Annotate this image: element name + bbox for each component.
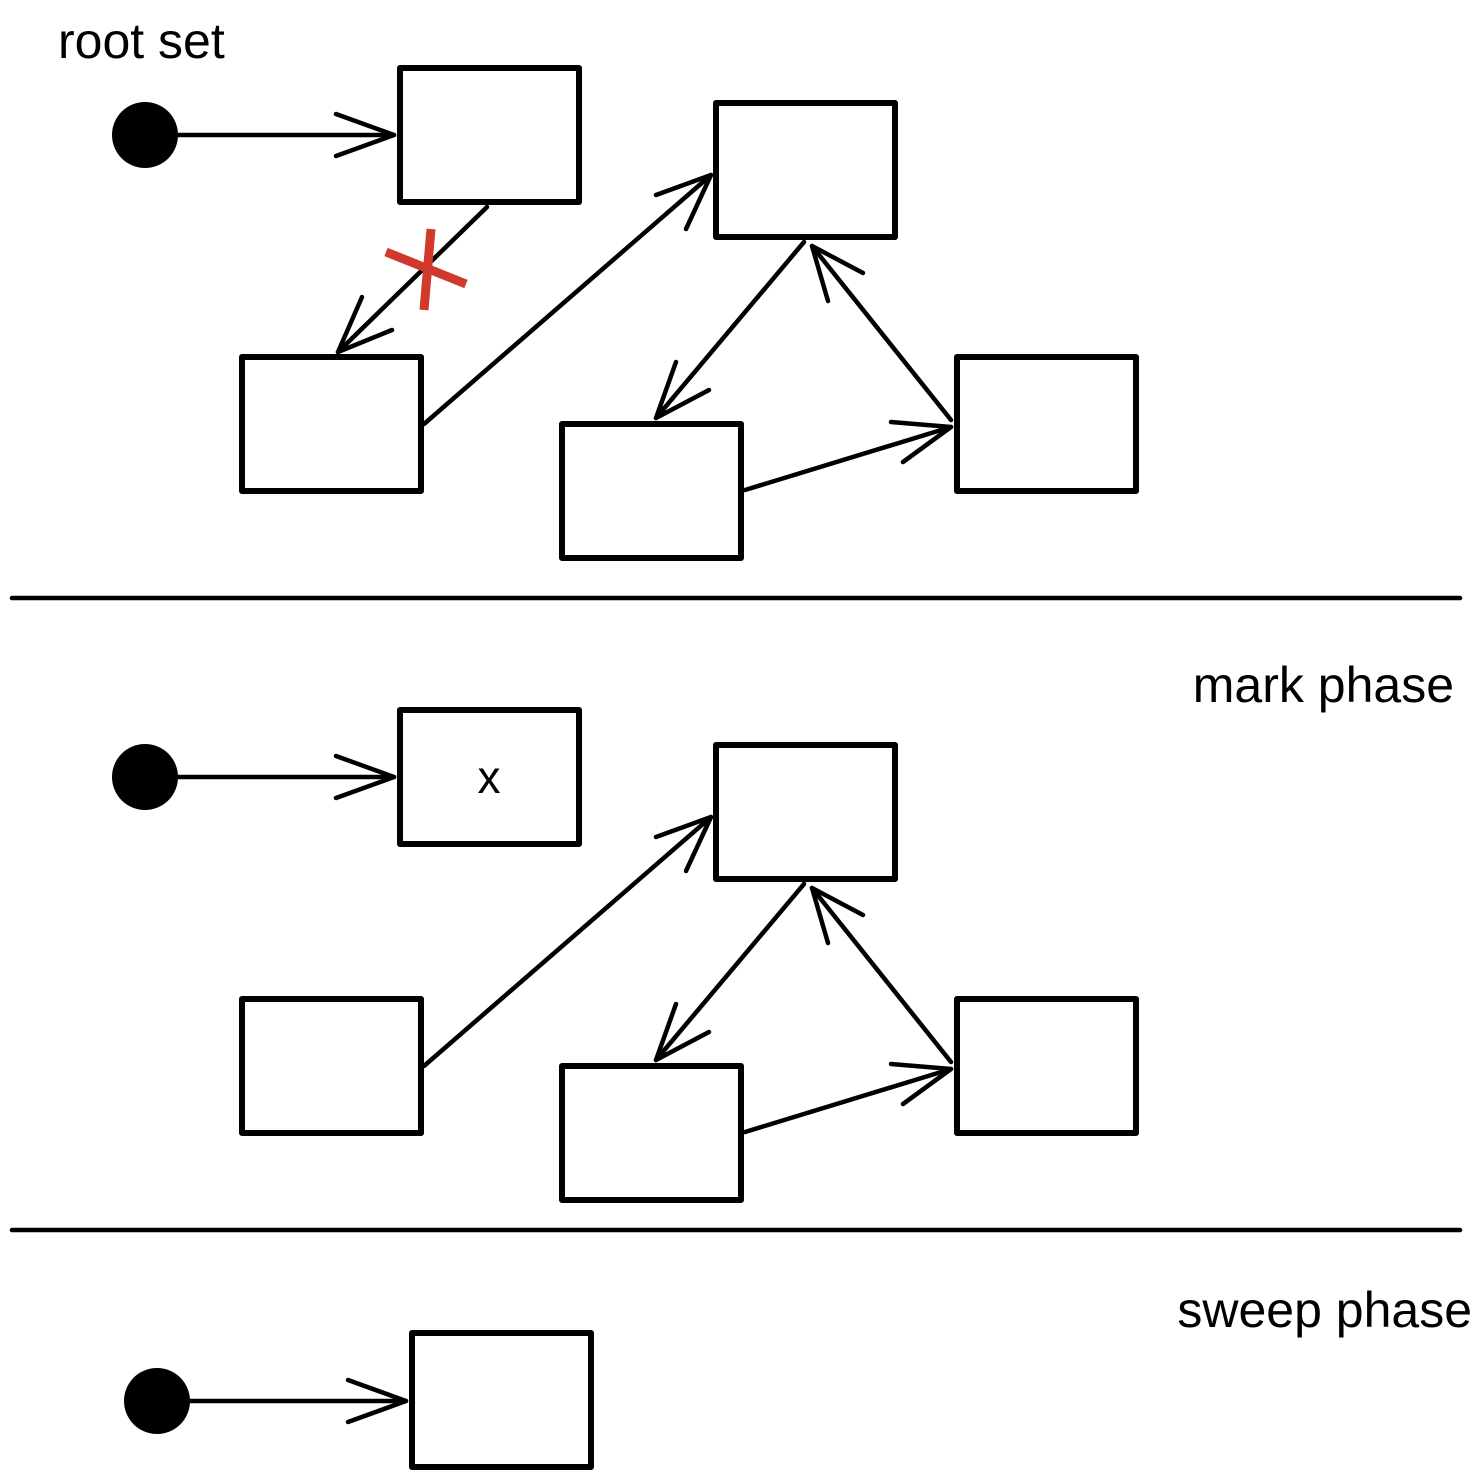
arrowhead xyxy=(333,111,397,159)
panel-sweep xyxy=(124,1330,594,1470)
object-box xyxy=(713,100,898,240)
object-box xyxy=(397,707,582,847)
reference-arrow xyxy=(653,239,807,421)
object-box xyxy=(239,996,424,1136)
reference-arrow xyxy=(742,1066,954,1135)
object-box xyxy=(954,354,1139,494)
reference-arrow xyxy=(421,172,714,427)
reference-arrow xyxy=(809,885,954,1065)
mark-phase-label: mark phase xyxy=(1193,657,1454,713)
arrowhead xyxy=(888,419,954,465)
arrowhead xyxy=(809,885,866,946)
reference-arrow xyxy=(742,424,954,493)
object-box xyxy=(713,742,898,882)
arrowhead xyxy=(345,1377,409,1425)
reference-arrow xyxy=(653,881,807,1063)
panel-mark: x xyxy=(112,707,1139,1203)
reference-arrow xyxy=(421,814,714,1069)
red-x-icon xyxy=(384,228,468,311)
arrowhead xyxy=(653,172,714,232)
object-box xyxy=(397,65,582,205)
sweep-phase-label: sweep phase xyxy=(1177,1282,1472,1338)
root-set-label: root set xyxy=(58,13,225,69)
object-box xyxy=(559,421,744,561)
object-box xyxy=(954,996,1139,1136)
arrowhead xyxy=(653,814,714,874)
panel-initial xyxy=(112,65,1139,561)
reference-arrow xyxy=(809,243,954,423)
arrowhead xyxy=(333,753,397,801)
root-dot-icon xyxy=(124,1368,190,1434)
arrowhead xyxy=(888,1061,954,1107)
arrowhead xyxy=(809,243,866,304)
arrowhead xyxy=(653,1001,712,1063)
root-dot-icon xyxy=(112,744,178,810)
removed-reference-arrow xyxy=(335,204,490,355)
mark-label: x xyxy=(478,751,501,803)
object-box xyxy=(239,354,424,494)
object-box xyxy=(559,1063,744,1203)
arrowhead xyxy=(653,359,712,421)
root-dot-icon xyxy=(112,102,178,168)
object-box xyxy=(409,1330,594,1470)
arrowhead xyxy=(335,294,395,355)
